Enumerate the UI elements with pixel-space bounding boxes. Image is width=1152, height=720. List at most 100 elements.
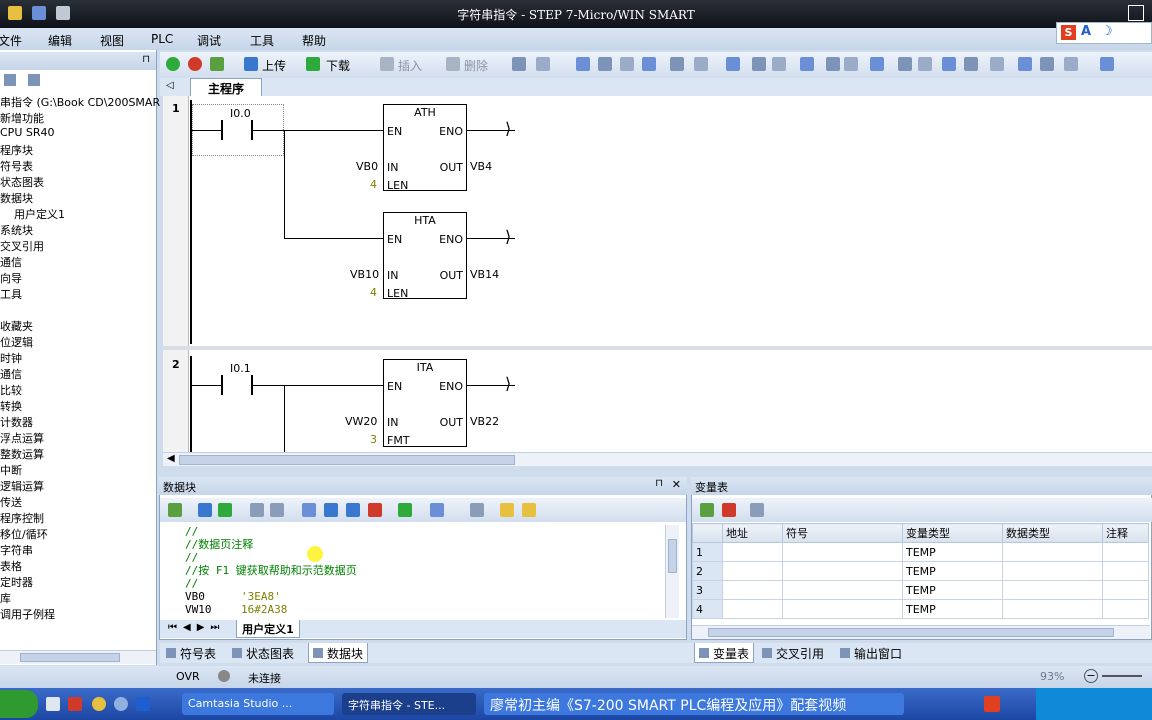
compile-all-icon[interactable] [512, 57, 526, 71]
ita-out-operand[interactable]: VB22 [470, 415, 500, 428]
menu-file[interactable]: 文件 [0, 34, 23, 48]
tab-cross-reference[interactable]: 交叉引用 [762, 645, 824, 662]
tree-item[interactable]: 收藏夹 [0, 320, 33, 333]
table-cell[interactable]: TEMP [902, 599, 1003, 619]
tree-item[interactable]: 整数运算 [0, 448, 44, 461]
hta-out-operand[interactable]: VB14 [470, 268, 500, 281]
table-cell[interactable]: 4 [692, 599, 723, 619]
lock-icon[interactable] [694, 57, 708, 71]
tree-item[interactable]: 计数器 [0, 416, 33, 429]
stl-icon[interactable] [1040, 57, 1054, 71]
lock-icon[interactable] [752, 57, 766, 71]
export-icon[interactable] [398, 503, 412, 517]
branch-down-icon[interactable] [826, 57, 840, 71]
tree-item[interactable]: 交叉引用 [0, 240, 44, 253]
tree-item[interactable]: 数据块 [0, 192, 33, 205]
table-cell[interactable] [1102, 542, 1149, 562]
datablock-vscrollbar[interactable] [665, 525, 679, 618]
table-cell[interactable] [782, 542, 903, 562]
options-icon[interactable] [522, 503, 536, 517]
compile-icon[interactable] [210, 57, 224, 71]
tab-status-chart[interactable]: 状态图表 [232, 645, 294, 662]
unlock-icon[interactable] [772, 57, 786, 71]
upload-button[interactable]: 上传 [262, 59, 287, 73]
table-cell[interactable] [1002, 580, 1103, 600]
close-icon[interactable]: ✕ [671, 478, 681, 491]
vartable-hscrollbar[interactable] [692, 625, 1150, 639]
tree-item[interactable]: 用户定义1 [14, 208, 65, 221]
delete-icon[interactable] [368, 503, 382, 517]
word-icon[interactable] [136, 697, 150, 711]
dropdown-icon[interactable] [990, 57, 1004, 71]
table-cell[interactable]: TEMP [902, 561, 1003, 581]
zoom-slider[interactable] [1102, 675, 1142, 677]
branch-up-icon[interactable] [844, 57, 858, 71]
tree-item[interactable]: 串指令 (G:\Book CD\200SMAR [0, 96, 161, 109]
tree-item[interactable]: 通信 [0, 256, 22, 269]
task-video-title[interactable]: 廖常初主编《S7-200 SMART PLC编程及应用》配套视频 [484, 693, 904, 715]
datablock-line[interactable]: // [165, 551, 663, 564]
branch-icon[interactable] [800, 57, 814, 71]
tree-item[interactable]: 传送 [0, 496, 22, 509]
task-step7[interactable]: 字符串指令 - STE... [342, 693, 476, 715]
table-cell[interactable] [1002, 599, 1103, 619]
table-cell[interactable] [722, 599, 783, 619]
insert-row-icon[interactable] [250, 503, 264, 517]
tab-user-defined-1[interactable]: 用户定义1 [236, 620, 300, 638]
pin-icon[interactable]: ⊓ [655, 478, 663, 489]
table-cell[interactable] [1102, 561, 1149, 581]
tree-item[interactable]: CPU SR40 [0, 126, 55, 139]
menu-help[interactable]: 帮助 [302, 34, 327, 48]
datablock-line[interactable]: // [165, 577, 663, 590]
coil-icon[interactable] [918, 57, 932, 71]
run-icon[interactable] [166, 57, 180, 71]
menu-debug[interactable]: 调试 [197, 34, 222, 48]
media-icon[interactable] [114, 697, 128, 711]
hta-in-operand[interactable]: VB10 [350, 268, 380, 281]
tree-item[interactable]: 比较 [0, 384, 22, 397]
function-block-hta[interactable]: HTA EN ENO IN OUT LEN [383, 212, 467, 300]
toggle-icon[interactable] [302, 503, 316, 517]
redo-icon[interactable] [620, 57, 634, 71]
hta-len-operand[interactable]: 4 [370, 286, 377, 299]
tree-item[interactable]: 移位/循环 [0, 528, 48, 541]
compare-icon[interactable] [536, 57, 550, 71]
ita-fmt-operand[interactable]: 3 [370, 433, 377, 446]
tab-nav-icon[interactable]: ⏮◀▶⏭ [168, 622, 226, 633]
tree-item[interactable]: 浮点运算 [0, 432, 44, 445]
ladder-icon[interactable] [1018, 57, 1032, 71]
column-header[interactable]: 数据类型 [1002, 523, 1103, 543]
save-icon[interactable] [32, 6, 46, 20]
tree-item[interactable]: 向导 [0, 272, 22, 285]
contact-no-icon[interactable] [898, 57, 912, 71]
contact-icon[interactable] [576, 57, 590, 71]
table-cell[interactable] [722, 561, 783, 581]
download-icon[interactable] [670, 57, 684, 71]
undo-icon[interactable] [324, 503, 338, 517]
tab-variable-table[interactable]: 变量表 [694, 643, 755, 663]
tab-main-program[interactable]: 主程序 [190, 78, 262, 96]
editor-hscrollbar[interactable]: ◀ [163, 452, 1152, 466]
table-cell[interactable] [1102, 599, 1149, 619]
compile-icon[interactable] [168, 503, 182, 517]
lock-edit-icon[interactable] [726, 57, 740, 71]
download-button[interactable]: 下载 [326, 59, 351, 73]
task-camtasia[interactable]: Camtasia Studio ... [182, 693, 334, 715]
column-header[interactable]: 注释 [1102, 523, 1149, 543]
properties-icon[interactable] [470, 503, 484, 517]
datablock-line[interactable]: // [165, 525, 663, 538]
table-cell[interactable] [722, 542, 783, 562]
table-cell[interactable]: 3 [692, 580, 723, 600]
insert-row-icon[interactable] [700, 503, 714, 517]
table-cell[interactable] [782, 561, 903, 581]
menu-edit[interactable]: 编辑 [48, 34, 73, 48]
datablock-line[interactable]: //按 F1 键获取帮助和示范数据页 [165, 564, 663, 577]
column-header[interactable] [692, 523, 723, 543]
link-icon[interactable] [750, 503, 764, 517]
tree-scrollbar[interactable] [0, 650, 156, 664]
print-icon[interactable] [56, 6, 70, 20]
